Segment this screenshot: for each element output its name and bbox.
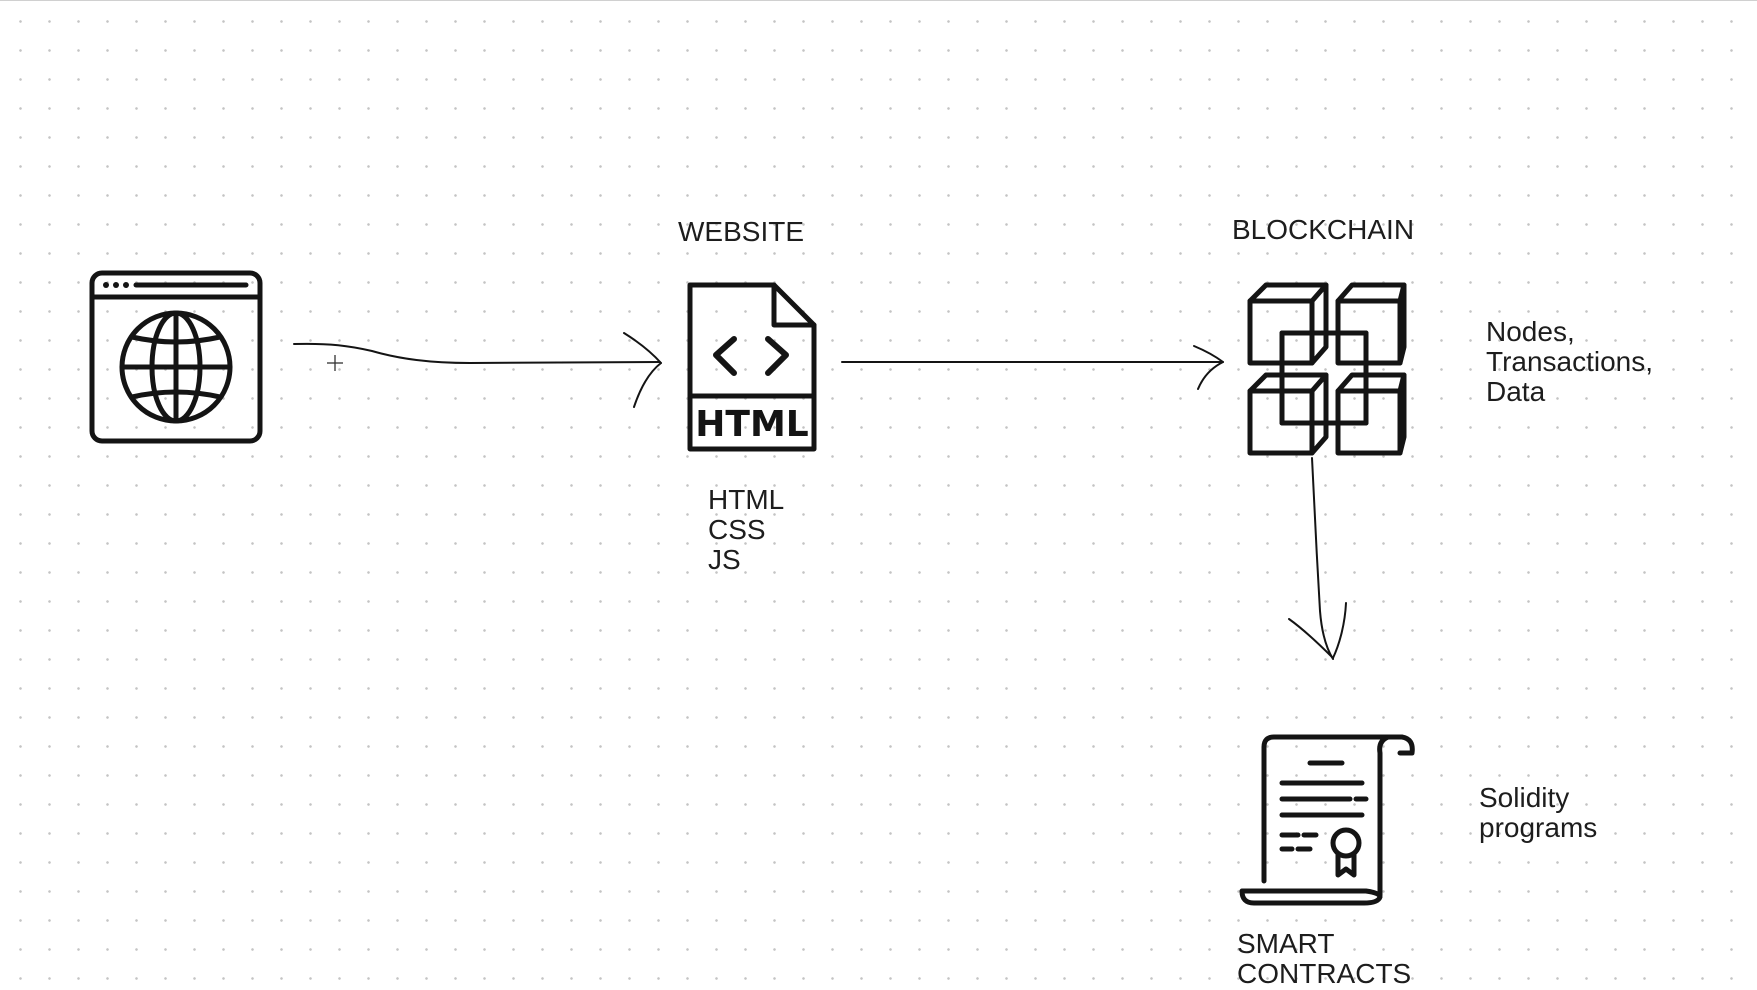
smart-contracts-note-item: Solidity [1479, 782, 1570, 813]
website-title: WEBSITE [678, 216, 805, 247]
smart-contracts-notes: Solidity programs [1479, 783, 1597, 843]
blockchain-notes: Nodes, Transactions, Data [1486, 317, 1653, 407]
html-file-icon[interactable]: HTML [682, 281, 818, 453]
website-tech-item: CSS [708, 514, 766, 545]
crosshair-cursor-icon [327, 355, 343, 371]
contract-scroll-icon[interactable] [1238, 731, 1416, 907]
smart-contracts-note-item: programs [1479, 812, 1598, 843]
website-tech-list: HTML CSS JS [708, 485, 784, 575]
blockchain-note-item: Transactions, [1486, 346, 1654, 377]
smart-contracts-title-line: CONTRACTS [1237, 958, 1412, 989]
blockchain-note-item: Data [1486, 376, 1546, 407]
smart-contracts-title: SMART CONTRACTS [1237, 929, 1411, 989]
arrow-browser-to-website[interactable] [293, 332, 662, 408]
arrow-website-to-blockchain[interactable] [841, 345, 1224, 390]
blockchain-note-item: Nodes, [1486, 316, 1575, 347]
website-tech-item: JS [708, 544, 741, 575]
smart-contracts-title-line: SMART [1237, 928, 1335, 959]
arrow-blockchain-to-smart-contracts[interactable] [1288, 457, 1347, 660]
website-tech-item: HTML [708, 484, 785, 515]
html-icon-label: HTML [695, 404, 808, 445]
blockchain-title: BLOCKCHAIN [1232, 214, 1415, 245]
browser-globe-icon[interactable] [88, 269, 264, 445]
blockchain-cubes-icon[interactable] [1246, 281, 1408, 457]
